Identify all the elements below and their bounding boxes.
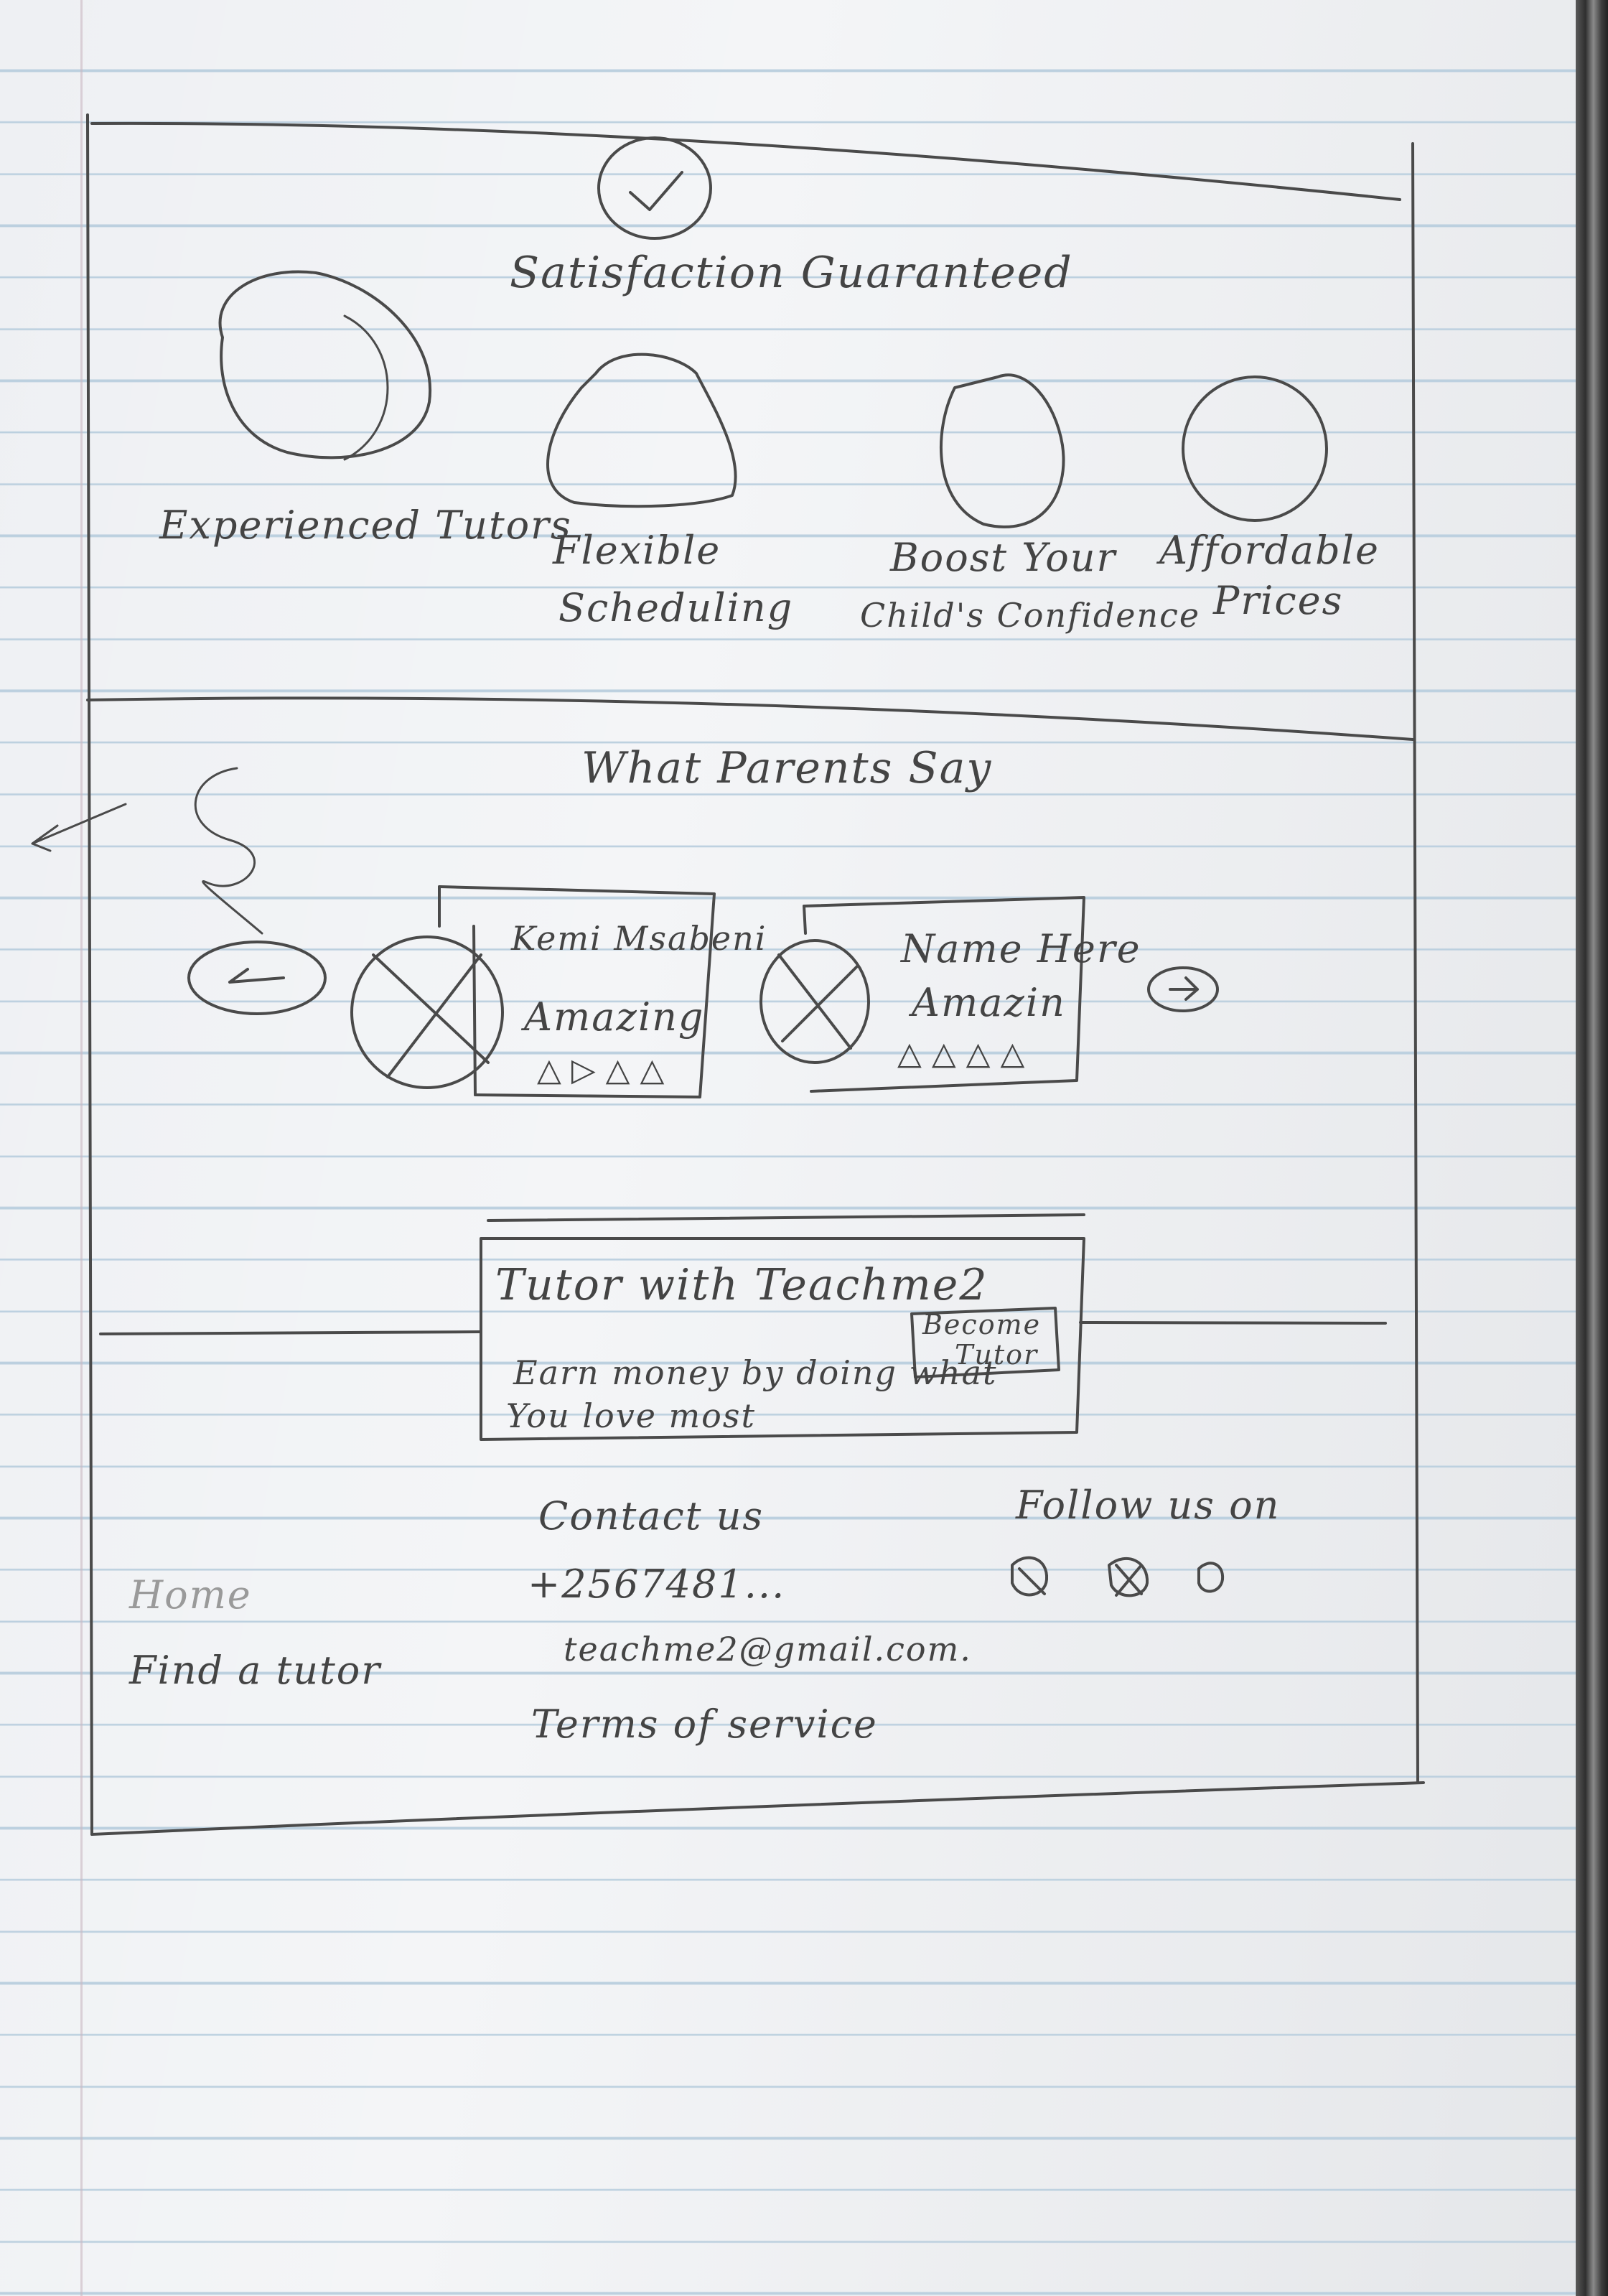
become-tutor-button[interactable]: Become Tutor	[915, 1309, 1055, 1375]
feature-label-flexible-2: Scheduling	[558, 585, 794, 630]
feature-label-experienced: Experienced Tutors	[159, 503, 572, 548]
social-icon	[1108, 1557, 1149, 1597]
social-icon	[1011, 1556, 1049, 1597]
frame-left-line	[86, 113, 93, 1836]
footer-email[interactable]: teachme2@gmail.com.	[564, 1630, 972, 1669]
testimonial-1-rating: △▷△△	[537, 1052, 675, 1088]
cta-subtitle-2: You love most	[506, 1396, 756, 1435]
carousel-next-icon	[1147, 966, 1219, 1012]
become-tutor-button-label-2: Tutor	[955, 1339, 1039, 1371]
footer-nav-home[interactable]: Home	[129, 1572, 252, 1618]
testimonial-2-rating: △△△△	[897, 1035, 1035, 1072]
frame-top-line	[90, 121, 1401, 201]
feature-label-boost-2: Child's Confidence	[860, 596, 1201, 635]
testimonial-2-quote: Amazin	[912, 980, 1066, 1025]
testimonials-heading: What Parents Say	[581, 743, 993, 793]
section-divider	[86, 696, 1414, 741]
frame-bottom-line	[90, 1781, 1425, 1836]
cta-band-left-line	[99, 1330, 482, 1335]
feature-label-boost-1: Boost Your	[890, 535, 1117, 580]
footer-contact-heading: Contact us	[538, 1493, 765, 1539]
annotation-arrow	[31, 803, 127, 852]
footer-phone[interactable]: +2567481...	[528, 1562, 786, 1607]
footer-nav-find-tutor[interactable]: Find a tutor	[129, 1648, 382, 1693]
paper-margin-line	[80, 0, 83, 2296]
cta-band-right-line	[1079, 1321, 1387, 1325]
testimonial-1-quote: Amazing	[524, 994, 705, 1040]
hero-tagline: Satisfaction Guaranteed	[510, 248, 1073, 298]
footer-social-heading: Follow us on	[1016, 1483, 1281, 1528]
testimonial-2-name: Name Here	[901, 926, 1141, 971]
testimonial-card-2-avatar-icon	[759, 939, 870, 1064]
feature-label-flexible-1: Flexible	[553, 528, 721, 573]
testimonial-1-name: Kemi Msabeni	[511, 919, 767, 958]
cta-button-frame	[910, 1307, 1060, 1378]
cta-box-frame	[480, 1213, 1085, 1441]
feature-flexible-icon	[546, 353, 737, 508]
frame-right-line	[1411, 142, 1419, 1784]
testimonial-card-1-avatar-icon	[350, 935, 504, 1089]
feature-label-affordable-2: Prices	[1213, 578, 1344, 623]
cta-subtitle-1: Earn money by doing what	[513, 1353, 998, 1392]
social-icon	[1197, 1562, 1225, 1593]
feature-label-affordable-1: Affordable	[1159, 528, 1380, 573]
notebook-page-edge	[1576, 0, 1608, 2296]
feature-experienced-icon	[218, 270, 432, 461]
become-tutor-button-label-1: Become	[922, 1309, 1042, 1340]
check-circle-icon	[597, 136, 712, 240]
feature-affordable-icon	[1182, 375, 1328, 522]
annotation-squiggle	[194, 767, 263, 935]
cta-title: Tutor with Teachme2	[495, 1260, 988, 1310]
carousel-prev-icon	[187, 941, 327, 1015]
footer-terms-link[interactable]: Terms of service	[531, 1702, 878, 1747]
testimonial-card-2-frame	[803, 896, 1085, 1093]
feature-confidence-icon	[940, 373, 1065, 528]
